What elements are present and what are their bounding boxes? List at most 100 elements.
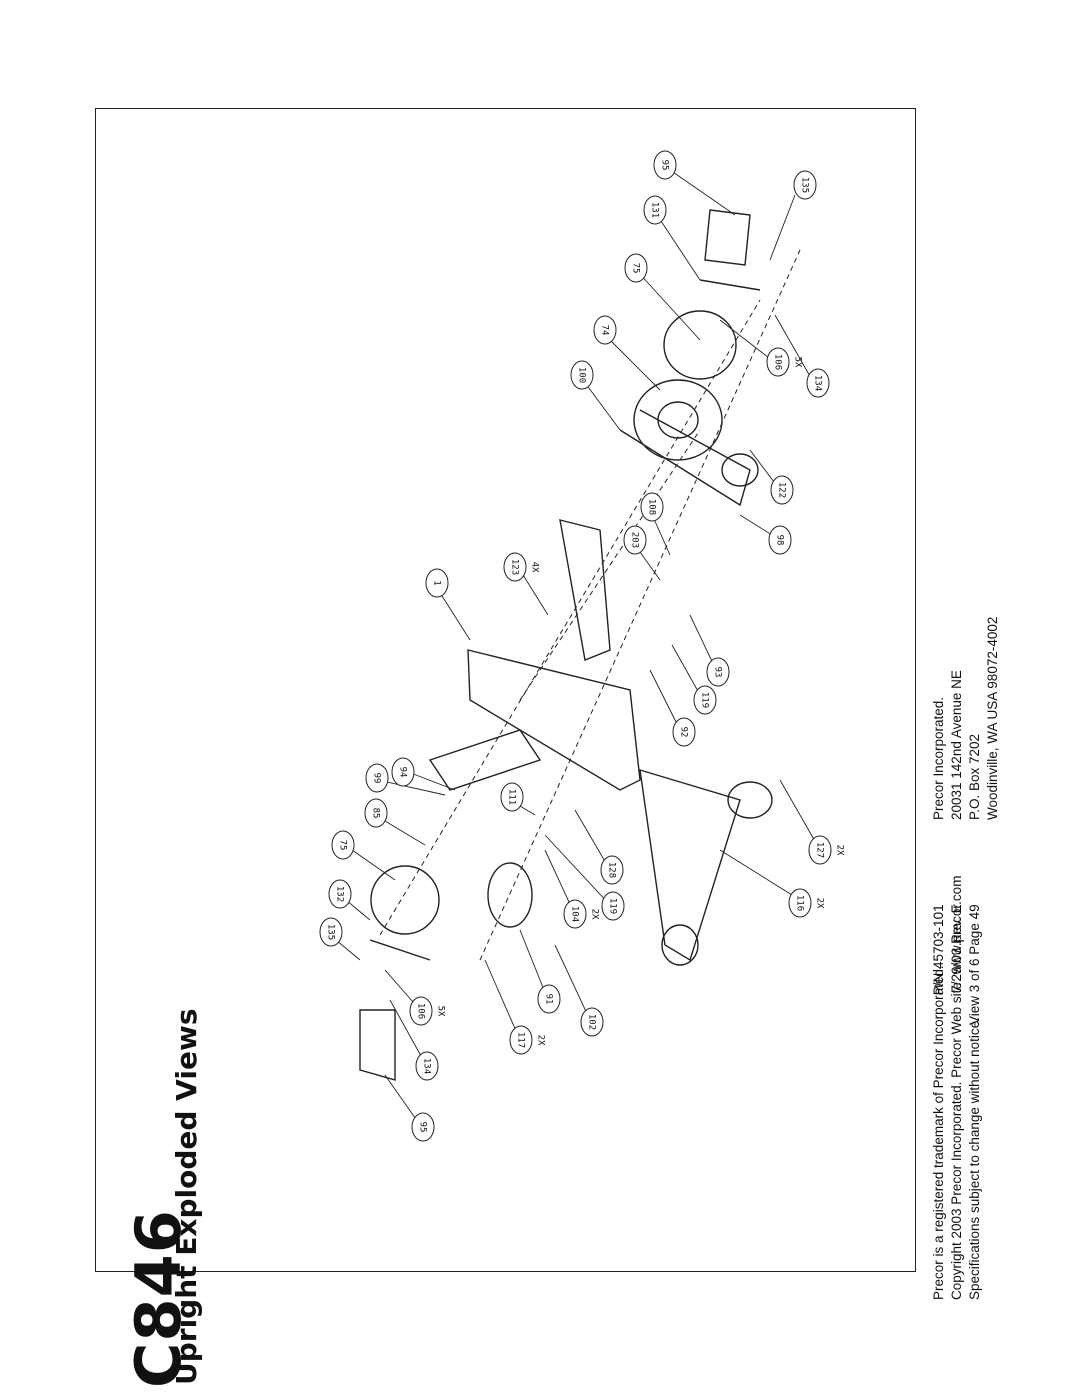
callout-circle — [623, 525, 647, 555]
callout-circle — [601, 891, 625, 921]
pulley — [487, 862, 533, 928]
callout-circle — [425, 568, 449, 598]
callout-74: 74 — [593, 315, 617, 345]
callout-100: 100 — [570, 360, 594, 390]
callout-quantity: 4X — [530, 562, 540, 573]
callout-quantity: 5X — [793, 357, 803, 368]
callout-134: 134 — [806, 368, 830, 398]
pedal-right — [704, 209, 751, 266]
callout-quantity: 2X — [815, 898, 825, 909]
callout-quantity: 2X — [590, 909, 600, 920]
callout-circle — [391, 757, 415, 787]
callout-number: 119 — [608, 898, 618, 914]
section-title: Upright Exploded Views — [170, 1008, 203, 1385]
callout-circle — [706, 657, 730, 687]
callout-circle — [768, 525, 792, 555]
callout-circle — [770, 475, 794, 505]
callout-number: 111 — [507, 789, 517, 805]
footer-part-info: P/N 45703-101 7/29/03 Rev. E View 3 of 6… — [930, 904, 984, 1025]
callout-98: 98 — [768, 525, 792, 555]
callout-number: 135 — [800, 177, 810, 193]
flywheel — [633, 379, 723, 461]
callout-circle — [624, 253, 648, 283]
page-info: View 3 of 6 Page 49 — [967, 904, 982, 1025]
callout-132: 132 — [328, 879, 352, 909]
part-number: P/N 45703-101 — [931, 904, 946, 996]
chainring-left — [370, 865, 440, 935]
callout-95: 95 — [411, 1112, 435, 1142]
callout-75: 75 — [624, 253, 648, 283]
callout-circle — [364, 798, 388, 828]
callout-203: 203 — [623, 525, 647, 555]
stabilizer-endcap — [661, 924, 699, 966]
callout-number: 117 — [516, 1032, 526, 1048]
callout-117: 117 2X — [509, 1025, 546, 1055]
callout-number: 75 — [338, 840, 348, 851]
callout-93: 93 — [706, 657, 730, 687]
callout-circle — [672, 717, 696, 747]
callout-circle — [328, 879, 352, 909]
callout-circle — [563, 899, 587, 929]
callout-circle — [793, 170, 817, 200]
callout-number: 99 — [372, 773, 382, 784]
page-frame — [95, 108, 916, 1272]
callout-131: 131 — [643, 195, 667, 225]
cross-tube — [428, 729, 542, 791]
drive-belt — [619, 409, 751, 507]
callout-number: 102 — [587, 1014, 597, 1030]
callout-circle — [503, 552, 527, 582]
callout-number: 134 — [813, 375, 823, 391]
callout-number: 85 — [371, 808, 381, 819]
callout-119: 119 — [601, 891, 625, 921]
callout-85: 85 — [364, 798, 388, 828]
callout-circle — [580, 1007, 604, 1037]
pedal-left — [359, 1009, 396, 1081]
callout-number: 119 — [700, 692, 710, 708]
callout-circle — [643, 195, 667, 225]
callout-99: 99 — [365, 763, 389, 793]
callout-circle — [415, 1051, 439, 1081]
footer-address-line: Woodinville, WA USA 98072-4002 — [985, 616, 1000, 820]
flywheel-hub — [657, 401, 699, 439]
callout-circle — [600, 855, 624, 885]
callout-119: 119 — [693, 685, 717, 715]
callout-111: 111 — [500, 782, 524, 812]
callout-number: 95 — [418, 1122, 428, 1133]
front-stabilizer — [639, 769, 741, 962]
frame-body — [467, 649, 641, 791]
callout-91: 91 — [537, 984, 561, 1014]
callout-circle — [653, 150, 677, 180]
callout-number: 132 — [335, 886, 345, 902]
callout-number: 94 — [398, 767, 408, 778]
callout-number: 106 — [416, 1003, 426, 1019]
idler-pulley — [721, 453, 759, 487]
callout-number: 122 — [777, 482, 787, 498]
callout-circle — [593, 315, 617, 345]
callout-number: 98 — [775, 535, 785, 546]
callout-circle — [806, 368, 830, 398]
callout-circle — [411, 1112, 435, 1142]
callout-1: 1 — [425, 568, 449, 598]
callout-number: 134 — [422, 1058, 432, 1074]
callout-circle — [570, 360, 594, 390]
callout-number: 203 — [630, 532, 640, 548]
callout-circle — [319, 917, 343, 947]
callout-circle — [500, 782, 524, 812]
callout-quantity: 2X — [536, 1035, 546, 1046]
callout-number: 100 — [577, 367, 587, 383]
callout-135: 135 — [793, 170, 817, 200]
callout-number: 127 — [815, 842, 825, 858]
callout-108: 108 — [640, 492, 664, 522]
callout-quantity: 5X — [436, 1006, 446, 1017]
revision-date: 7/29/03 Rev. E — [949, 904, 964, 993]
callout-number: 75 — [631, 263, 641, 274]
callout-number: 108 — [647, 499, 657, 515]
callout-circle — [766, 347, 790, 377]
callout-number: 1 — [432, 580, 442, 585]
callout-circle — [693, 685, 717, 715]
callout-106: 106 5X — [409, 996, 446, 1026]
